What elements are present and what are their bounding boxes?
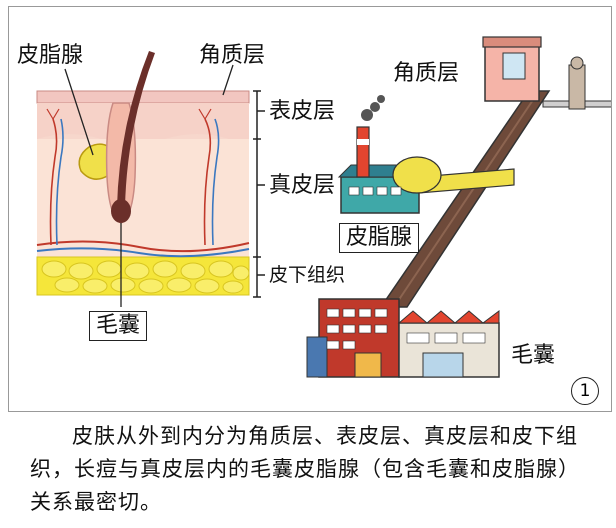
label-epidermis: 表皮层 — [269, 99, 336, 124]
figure-panel: 皮脂腺 角质层 表皮层 真皮层 皮下组织 毛囊 角质层 皮脂腺 毛囊 1 — [8, 6, 612, 412]
caption: 皮肤从外到内分为角质层、表皮层、真皮层和皮下组织，长痘与真皮层内的毛囊皮脂腺（包… — [30, 420, 600, 519]
label-stratum-corneum: 角质层 — [199, 43, 266, 68]
label-hair-follicle: 毛囊 — [89, 311, 148, 341]
skin-section — [36, 51, 265, 307]
caption-text: 皮肤从外到内分为角质层、表皮层、真皮层和皮下组织，长痘与真皮层内的毛囊皮脂腺（包… — [30, 424, 580, 514]
label-factory-stratum-corneum: 角质层 — [393, 61, 460, 86]
illustration-svg — [36, 36, 611, 378]
label-subcutaneous: 皮下组织 — [269, 264, 346, 286]
label-factory-hair-follicle: 毛囊 — [511, 343, 556, 368]
label-sebaceous-gland: 皮脂腺 — [17, 43, 84, 68]
stratum-corneum-layer — [36, 90, 250, 104]
factory-illustration — [306, 36, 611, 378]
label-dermis: 真皮层 — [269, 173, 336, 198]
hair-shaft — [117, 51, 155, 207]
label-factory-sebaceous-gland: 皮脂腺 — [339, 223, 420, 253]
figure-number: 1 — [571, 377, 599, 405]
